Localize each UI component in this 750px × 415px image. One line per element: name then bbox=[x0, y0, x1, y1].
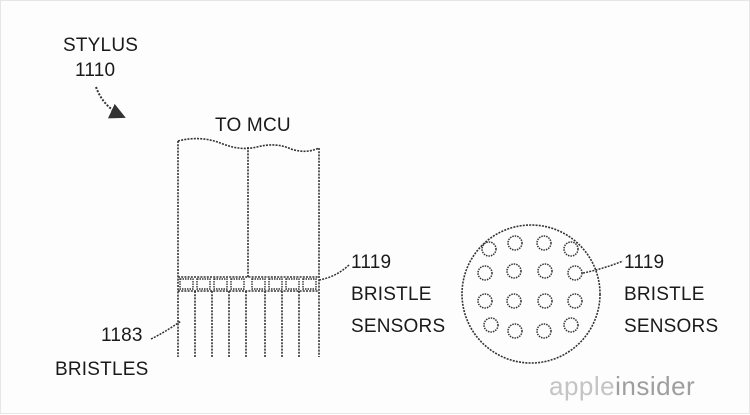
bristle-sensor-cell bbox=[230, 278, 245, 290]
sensor-dot bbox=[536, 235, 552, 251]
stylus-arrow bbox=[95, 86, 126, 119]
bristle-sensor-cell bbox=[213, 278, 228, 290]
sensors-left-line2: SENSORS bbox=[351, 316, 445, 337]
sensors-left-number: 1119 bbox=[351, 252, 391, 273]
sensor-dot bbox=[483, 317, 499, 333]
sensor-dot bbox=[537, 293, 553, 309]
sensor-dot bbox=[477, 293, 493, 309]
appleinsider-watermark: appleinsider bbox=[549, 371, 695, 401]
to-mcu-label: TO MCU bbox=[215, 115, 291, 136]
sensor-dot bbox=[563, 241, 579, 257]
sensors-right-line2: SENSORS bbox=[624, 316, 718, 337]
sensor-dot bbox=[563, 317, 579, 333]
sensors-right-line1: BRISTLE bbox=[624, 284, 705, 305]
sensor-dot bbox=[481, 241, 497, 257]
bristle-sensor-cell bbox=[302, 278, 317, 290]
bristles bbox=[194, 291, 300, 357]
sensor-dot bbox=[506, 293, 522, 309]
bristle-sensor-cell bbox=[196, 278, 211, 290]
stylus-label: STYLUS bbox=[63, 35, 138, 56]
sensor-dot-array bbox=[477, 235, 583, 339]
sensors-right-number: 1119 bbox=[624, 252, 664, 273]
sensor-dot bbox=[537, 263, 553, 279]
stylus-number: 1110 bbox=[75, 60, 115, 81]
sensor-leader-line-left bbox=[318, 264, 350, 281]
bristle-sensor-cell bbox=[251, 278, 266, 290]
bristle-sensor-strip bbox=[179, 278, 317, 290]
sensor-dot bbox=[506, 263, 522, 279]
sensor-dot bbox=[507, 323, 523, 339]
sensor-dot bbox=[477, 265, 493, 281]
sensor-dot bbox=[567, 293, 583, 309]
sensor-dot bbox=[567, 265, 583, 281]
bristle-sensor-cell bbox=[268, 278, 283, 290]
stylus-cross-section bbox=[461, 224, 601, 364]
sensor-dot bbox=[536, 323, 552, 339]
bristles-number: 1183 bbox=[101, 325, 143, 346]
sensor-leader-line-right bbox=[582, 260, 624, 274]
sensors-left-line1: BRISTLE bbox=[351, 284, 432, 305]
bristles-label: BRISTLES bbox=[55, 359, 148, 380]
watermark-apple: apple bbox=[549, 371, 615, 401]
bristle-sensor-cell bbox=[285, 278, 300, 290]
stylus-body bbox=[177, 137, 320, 357]
watermark-insider: insider bbox=[615, 371, 695, 401]
bristle-sensor-cell bbox=[179, 278, 194, 290]
stylus-break-line bbox=[177, 137, 320, 153]
bristles-leader-line bbox=[150, 320, 182, 340]
sensor-dot bbox=[507, 235, 523, 251]
